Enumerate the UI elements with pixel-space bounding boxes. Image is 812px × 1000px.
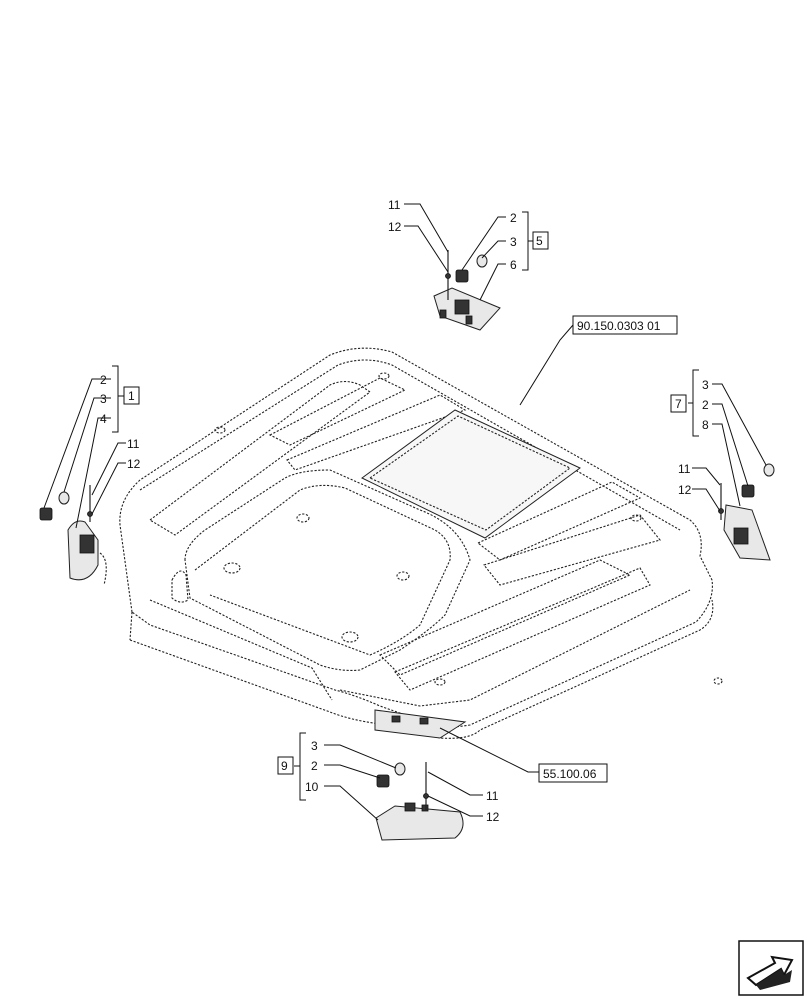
callouts-bottom: 3 2 10 11 12 9 bbox=[277, 739, 500, 824]
right-work-lamp bbox=[718, 483, 771, 561]
callout-right-2: 2 bbox=[702, 398, 709, 412]
callout-top-6: 6 bbox=[510, 258, 517, 272]
callout-right-3: 3 bbox=[702, 378, 709, 392]
callouts-top: 11 12 2 3 6 5 bbox=[388, 198, 549, 272]
reference-rear: 55.100.06 bbox=[543, 767, 597, 781]
callout-bottom-11: 11 bbox=[486, 789, 499, 803]
left-bulb-holder bbox=[39, 491, 70, 521]
callout-top-11: 11 bbox=[388, 198, 401, 212]
group-box-9: 9 bbox=[281, 759, 288, 773]
leader-lines bbox=[43, 203, 767, 821]
top-bulb-holder bbox=[455, 254, 488, 283]
left-work-lamp bbox=[67, 485, 107, 586]
callout-right-12: 12 bbox=[678, 483, 692, 497]
callout-left-2: 2 bbox=[100, 373, 107, 387]
top-work-lamp bbox=[433, 250, 501, 331]
callout-right-8: 8 bbox=[702, 418, 709, 432]
cab-roof-panel bbox=[119, 347, 723, 739]
callout-bottom-3: 3 bbox=[311, 739, 318, 753]
rear-work-lamp bbox=[375, 762, 464, 841]
callout-top-3: 3 bbox=[510, 235, 517, 249]
next-page-arrow-icon[interactable] bbox=[738, 940, 804, 996]
reference-callouts: 90.150.0303 01 55.100.06 bbox=[538, 315, 678, 783]
callout-right-11: 11 bbox=[678, 462, 691, 476]
callouts-right: 3 2 8 11 12 7 bbox=[670, 378, 709, 497]
group-box-5: 5 bbox=[536, 234, 543, 248]
callout-left-3: 3 bbox=[100, 392, 107, 406]
reference-roof: 90.150.0303 01 bbox=[577, 319, 661, 333]
callout-left-4: 4 bbox=[100, 412, 107, 426]
group-box-7: 7 bbox=[675, 397, 682, 411]
callout-left-11: 11 bbox=[127, 437, 140, 451]
group-box-1: 1 bbox=[128, 389, 135, 403]
callout-bottom-2: 2 bbox=[311, 759, 318, 773]
rear-bulb-holder bbox=[376, 762, 406, 788]
right-bulb-holder bbox=[741, 463, 775, 498]
callout-bottom-10: 10 bbox=[305, 780, 319, 794]
callout-top-12: 12 bbox=[388, 220, 402, 234]
callout-top-2: 2 bbox=[510, 211, 517, 225]
callout-bottom-12: 12 bbox=[486, 810, 500, 824]
callout-left-12: 12 bbox=[127, 457, 141, 471]
callouts-left: 2 3 4 11 12 1 bbox=[100, 373, 141, 471]
